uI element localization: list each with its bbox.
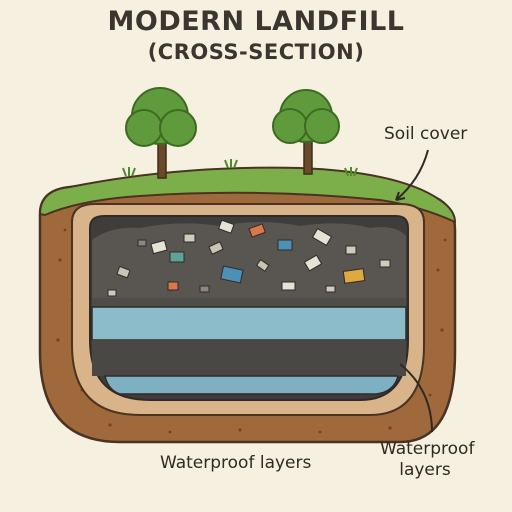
soil-cover-label: Soil cover	[384, 124, 468, 144]
water-layer-upper	[91, 306, 407, 341]
waterproof-label-line-1: Waterproof	[380, 439, 475, 459]
dark-layer	[92, 340, 406, 376]
diagram-subtitle: (CROSS-SECTION)	[147, 40, 365, 64]
waste-debris	[107, 219, 391, 297]
tree-right	[272, 89, 340, 175]
waterproof-layers-label-right: Waterproof layers	[380, 439, 475, 481]
gravel-strip	[92, 298, 406, 308]
soil-cover-leader	[395, 149, 429, 201]
waterproof-label-line-2: layers	[399, 460, 451, 480]
soil-cover-arrowhead	[395, 191, 406, 201]
waterproof-leader	[399, 363, 433, 433]
water-layer-lower	[104, 375, 399, 395]
waterproof-layers-label-bottom: Waterproof layers	[160, 453, 312, 473]
grass-tufts	[122, 159, 358, 177]
grass-cap	[38, 166, 457, 224]
tree-left	[125, 87, 197, 179]
waste-layer	[92, 222, 406, 306]
diagram-title: MODERN LANDFILL	[107, 6, 405, 37]
